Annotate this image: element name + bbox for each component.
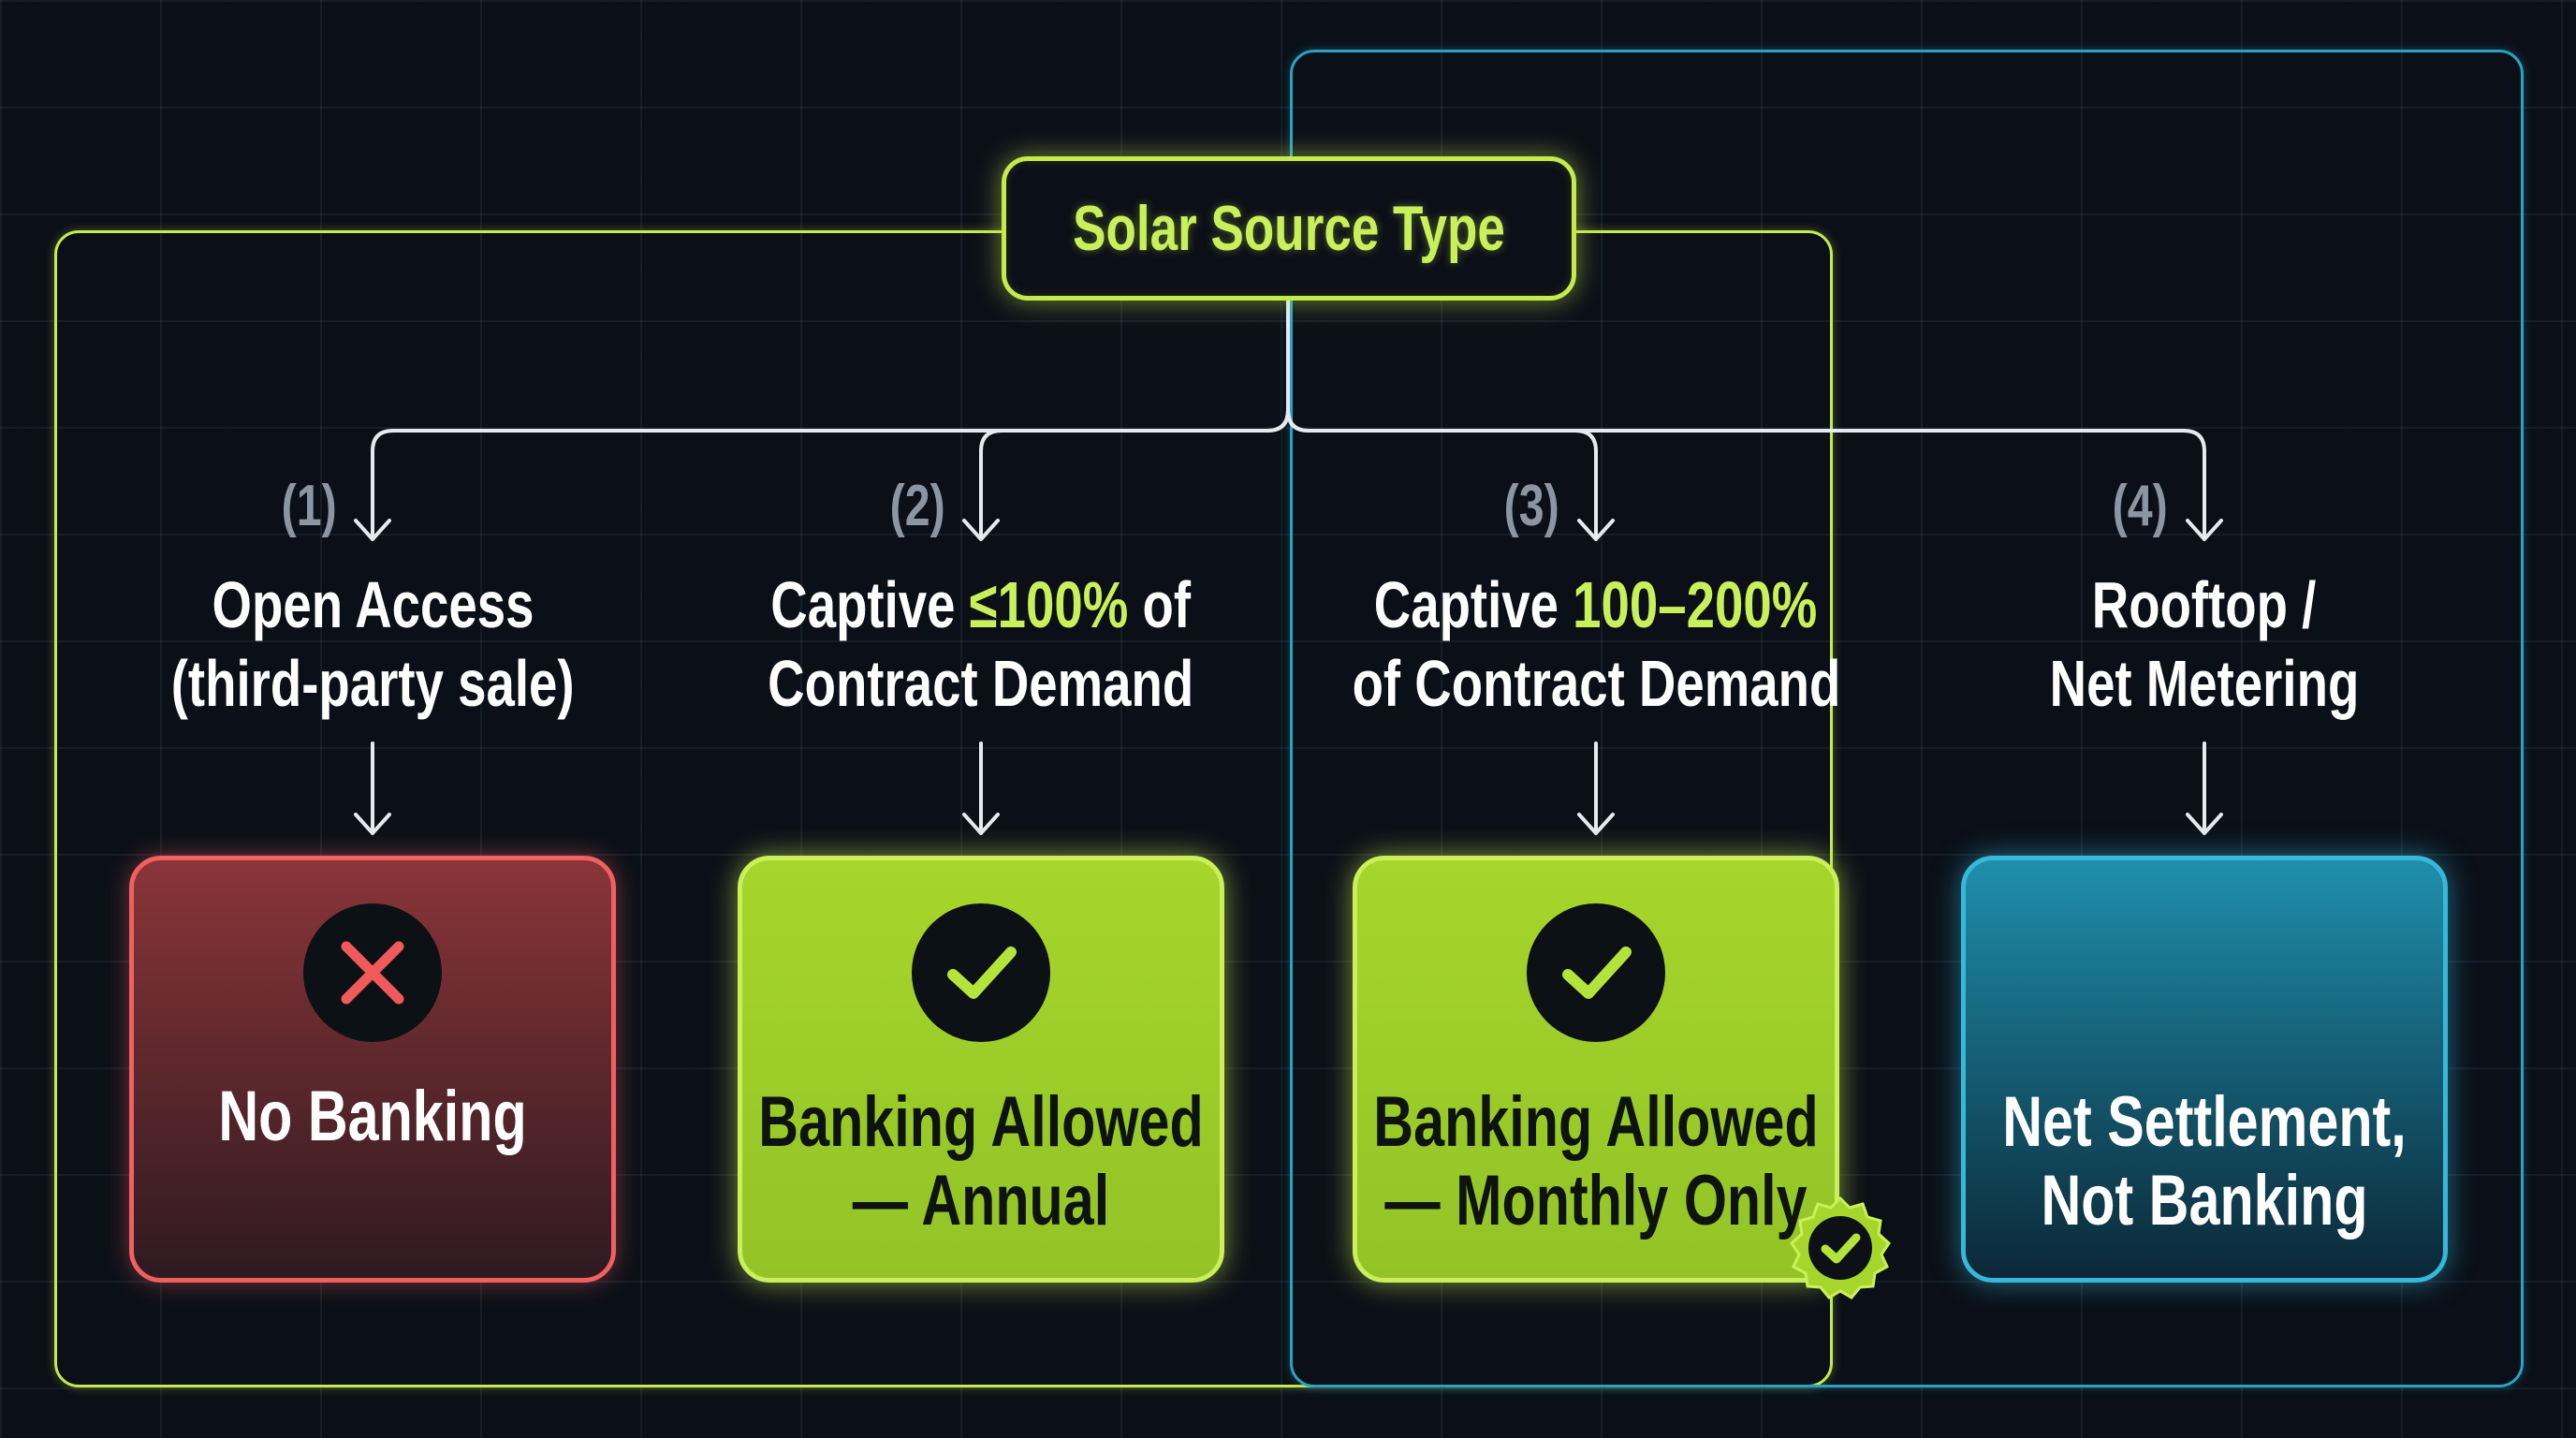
branch-2-label: Captive ≤100% of Contract Demand (644, 565, 1318, 723)
branch-3-label-pre: Captive (1374, 568, 1573, 641)
outcome-4-line-1: Net Settlement, (2002, 1082, 2407, 1162)
outcome-1-line-1: No Banking (218, 1077, 527, 1156)
checkmark-icon (1527, 903, 1665, 1042)
outcome-card-no-banking: No Banking (129, 856, 616, 1283)
branch-3-number: (3) (1503, 474, 1559, 538)
outcome-2-line-1: Banking Allowed (758, 1082, 1204, 1162)
arrowhead-2-top (962, 519, 1000, 541)
branch-1-label: Open Access (third-party sale) (36, 565, 710, 723)
outcome-3-line-2: — Monthly Only (1384, 1161, 1808, 1240)
branch-2-label-post: of (1128, 568, 1192, 641)
root-title: Solar Source Type (1073, 193, 1505, 264)
root-stem-line (371, 299, 1290, 539)
outcome-card-banking-annual: Banking Allowed — Annual (738, 856, 1224, 1283)
branch-3-label: Captive 100–200% of Contract Demand (1259, 565, 1933, 723)
outcome-2-line-2: — Annual (852, 1161, 1110, 1240)
outcome-2-text: Banking Allowed — Annual (751, 1083, 1210, 1240)
root-node: Solar Source Type (1002, 156, 1576, 301)
outcome-4-text: Net Settlement, Not Banking (1974, 1083, 2434, 1240)
green-outline-frame (54, 230, 1833, 1387)
branch-2-label-highlight: ≤100% (970, 568, 1129, 641)
outcome-3-text: Banking Allowed — Monthly Only (1366, 1083, 1825, 1240)
branch-2-label-line-1: Captive ≤100% of (771, 565, 1192, 644)
branch-4-number: (4) (2112, 474, 2168, 538)
branch-3-label-line-1: Captive 100–200% (1374, 565, 1818, 644)
branch-1-label-line-1: Open Access (212, 568, 534, 641)
outcome-card-banking-monthly: Banking Allowed — Monthly Only (1353, 856, 1839, 1283)
blue-outline-frame (1290, 50, 2524, 1387)
branch-3-label-line-2: of Contract Demand (1352, 647, 1840, 720)
arrowhead-4-top (2186, 519, 2223, 541)
outcome-3-line-1: Banking Allowed (1373, 1082, 1819, 1162)
verified-badge-icon (1790, 1196, 1891, 1299)
checkmark-icon (912, 903, 1050, 1042)
arrowhead-3-top (1577, 519, 1615, 541)
branch-4-connector (1286, 408, 2206, 539)
arrow-3-down (1577, 741, 1615, 835)
branch-2-label-line-2: Contract Demand (768, 647, 1194, 720)
branch-4-label-line-1: Rooftop / (2092, 568, 2317, 641)
arrowhead-1-top (354, 519, 391, 541)
arrow-4-down (2186, 741, 2223, 835)
branch-4-label-line-2: Net Metering (2049, 647, 2360, 720)
branch-3-label-highlight: 100–200% (1573, 568, 1818, 641)
branch-1-number: (1) (281, 474, 337, 538)
branch-2-number: (2) (889, 474, 945, 538)
branch-1-label-line-2: (third-party sale) (170, 647, 575, 720)
branch-2-connector (979, 408, 1290, 539)
outcome-1-text: No Banking (142, 1078, 602, 1156)
arrow-2-down (962, 741, 1000, 835)
outcome-4-line-2: Not Banking (2041, 1161, 2368, 1240)
branch-2-label-pre: Captive (770, 568, 971, 641)
outcome-card-net-settlement: Net Settlement, Not Banking (1961, 856, 2448, 1283)
arrow-1-down (354, 741, 391, 835)
branch-4-label: Rooftop / Net Metering (1867, 565, 2541, 723)
x-icon (303, 903, 442, 1042)
